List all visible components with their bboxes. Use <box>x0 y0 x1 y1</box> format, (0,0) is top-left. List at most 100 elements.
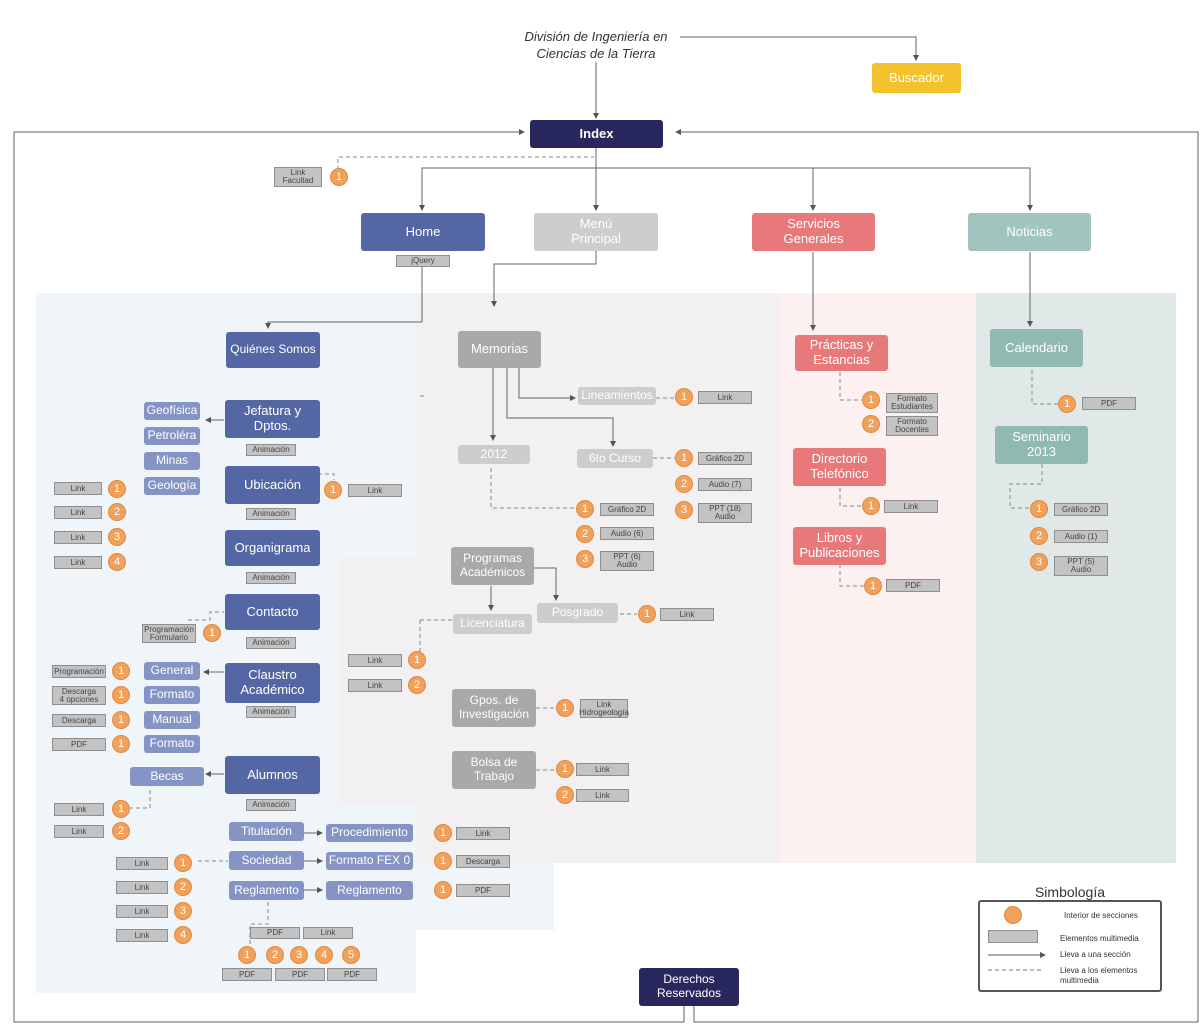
programas-academicos-node[interactable]: Programas Académicos <box>451 547 534 585</box>
ppt-audio-media[interactable]: PPT (18) Audio <box>698 503 752 523</box>
pdf-media[interactable]: PDF <box>327 968 377 981</box>
quienes-somos-node[interactable]: Quiénes Somos <box>226 332 320 368</box>
animacion-media[interactable]: Animación <box>246 799 296 811</box>
link-media[interactable]: Link <box>660 608 714 621</box>
noticias-node[interactable]: Noticias <box>968 213 1091 251</box>
link-media[interactable]: Link <box>54 506 102 519</box>
geofisica-node[interactable]: Geofísica <box>144 402 200 420</box>
libros-node[interactable]: Libros y Publicaciones <box>793 527 886 565</box>
link-media[interactable]: Link <box>303 927 353 939</box>
becas-node[interactable]: Becas <box>130 767 204 786</box>
calendario-node[interactable]: Calendario <box>990 329 1083 367</box>
descarga-media[interactable]: Descarga <box>456 855 510 868</box>
formato-node[interactable]: Formato <box>144 686 200 704</box>
number-badge: 1 <box>556 699 574 717</box>
grafico-2d-media[interactable]: Gráfico 2D <box>1054 503 1108 516</box>
general-node[interactable]: General <box>144 662 200 680</box>
lineamientos-node[interactable]: Lineamientos <box>578 387 656 405</box>
pdf-media[interactable]: PDF <box>250 927 300 939</box>
jefatura-node[interactable]: Jefatura y Dptos. <box>225 400 320 438</box>
programacion-media[interactable]: Programación <box>52 665 106 678</box>
descarga-opciones-media[interactable]: Descarga 4 opciones <box>52 686 106 705</box>
manual-node[interactable]: Manual <box>144 711 200 729</box>
directorio-node[interactable]: Directorio Telefónico <box>793 448 886 486</box>
alumnos-node[interactable]: Alumnos <box>225 756 320 794</box>
formato-fex-node[interactable]: Formato FEX 0 <box>326 852 413 870</box>
audio-media[interactable]: Audio (6) <box>600 527 654 540</box>
link-media[interactable]: Link <box>116 905 168 918</box>
pdf-media[interactable]: PDF <box>222 968 272 981</box>
link-media[interactable]: Link <box>54 482 102 495</box>
audio-media[interactable]: Audio (7) <box>698 478 752 491</box>
animacion-media[interactable]: Animación <box>246 572 296 584</box>
year-2012-node[interactable]: 2012 <box>458 445 530 464</box>
pdf-media[interactable]: PDF <box>52 738 106 751</box>
link-media[interactable]: Link <box>54 556 102 569</box>
formato-docentes-media[interactable]: Formato Docentes <box>886 416 938 436</box>
jquery-media[interactable]: jQuery <box>396 255 450 267</box>
licenciatura-node[interactable]: Licenciatura <box>453 614 532 634</box>
home-node[interactable]: Home <box>361 213 485 251</box>
petrolera-node[interactable]: Petroléra <box>144 427 200 445</box>
seminario-node[interactable]: Seminario 2013 <box>995 426 1088 464</box>
organigrama-node[interactable]: Organigrama <box>225 530 320 566</box>
sexto-curso-node[interactable]: 6to Curso <box>577 449 653 468</box>
reglamento-node[interactable]: Reglamento <box>326 881 413 900</box>
link-media[interactable]: Link <box>116 929 168 942</box>
link-media[interactable]: Link <box>54 531 102 544</box>
link-media[interactable]: Link <box>576 789 629 802</box>
programacion-formulario-media[interactable]: Programación Formulario <box>142 624 196 643</box>
ubicacion-node[interactable]: Ubicación <box>225 466 320 504</box>
sociedad-node[interactable]: Sociedad <box>229 851 304 870</box>
ppt-audio-media[interactable]: PPT (5) Audio <box>1054 556 1108 576</box>
link-media[interactable]: Link <box>576 763 629 776</box>
grafico-2d-media[interactable]: Gráfico 2D <box>698 452 752 465</box>
link-media[interactable]: Link <box>348 654 402 667</box>
bolsa-trabajo-node[interactable]: Bolsa de Trabajo <box>452 751 536 789</box>
number-badge: 3 <box>675 501 693 519</box>
animacion-media[interactable]: Animación <box>246 508 296 520</box>
titulacion-node[interactable]: Titulación <box>229 822 304 841</box>
minas-node[interactable]: Minas <box>144 452 200 470</box>
pdf-media[interactable]: PDF <box>456 884 510 897</box>
link-media[interactable]: Link <box>116 857 168 870</box>
buscador-node[interactable]: Buscador <box>872 63 961 93</box>
link-media[interactable]: Link <box>54 825 104 838</box>
formato-estudiantes-media[interactable]: Formato Estudiantes <box>886 393 938 413</box>
servicios-generales-node[interactable]: Servicios Generales <box>752 213 875 251</box>
link-media[interactable]: Link <box>54 803 104 816</box>
link-media[interactable]: Link <box>884 500 938 513</box>
link-media[interactable]: Link <box>698 391 752 404</box>
formato-node[interactable]: Formato <box>144 735 200 753</box>
geologia-node[interactable]: Geología <box>144 477 200 495</box>
grupos-investigacion-node[interactable]: Gpos. de Investigación <box>452 689 536 727</box>
claustro-node[interactable]: Claustro Académico <box>225 663 320 703</box>
pdf-media[interactable]: PDF <box>275 968 325 981</box>
animacion-media[interactable]: Animación <box>246 706 296 718</box>
link-hidrogeologia-media[interactable]: Link Hidrogeología <box>579 699 629 718</box>
practicas-node[interactable]: Prácticas y Estancias <box>795 335 888 371</box>
procedimiento-node[interactable]: Procedimiento <box>326 824 413 842</box>
menu-principal-node[interactable]: Menú Principal <box>534 213 658 251</box>
pdf-media[interactable]: PDF <box>1082 397 1136 410</box>
derechos-reservados-node[interactable]: Derechos Reservados <box>639 968 739 1006</box>
link-media[interactable]: Link <box>116 881 168 894</box>
descarga-media[interactable]: Descarga <box>52 714 106 727</box>
contacto-node[interactable]: Contacto <box>225 594 320 630</box>
posgrado-node[interactable]: Posgrado <box>537 603 618 623</box>
reglamento-node[interactable]: Reglamento <box>229 881 304 900</box>
link-media[interactable]: Link <box>348 679 402 692</box>
grafico-2d-media[interactable]: Gráfico 2D <box>600 503 654 516</box>
index-node[interactable]: Index <box>530 120 663 148</box>
audio-media[interactable]: Audio (1) <box>1054 530 1108 543</box>
ppt-audio-media[interactable]: PPT (6) Audio <box>600 551 654 571</box>
link-media[interactable]: Link <box>456 827 510 840</box>
number-badge: 1 <box>576 500 594 518</box>
memorias-node[interactable]: Memorias <box>458 331 541 368</box>
pdf-media[interactable]: PDF <box>886 579 940 592</box>
animacion-media[interactable]: Animación <box>246 637 296 649</box>
link-facultad-media[interactable]: Link Facultad <box>274 167 322 187</box>
number-badge: 4 <box>108 553 126 571</box>
link-media[interactable]: Link <box>348 484 402 497</box>
animacion-media[interactable]: Animación <box>246 444 296 456</box>
